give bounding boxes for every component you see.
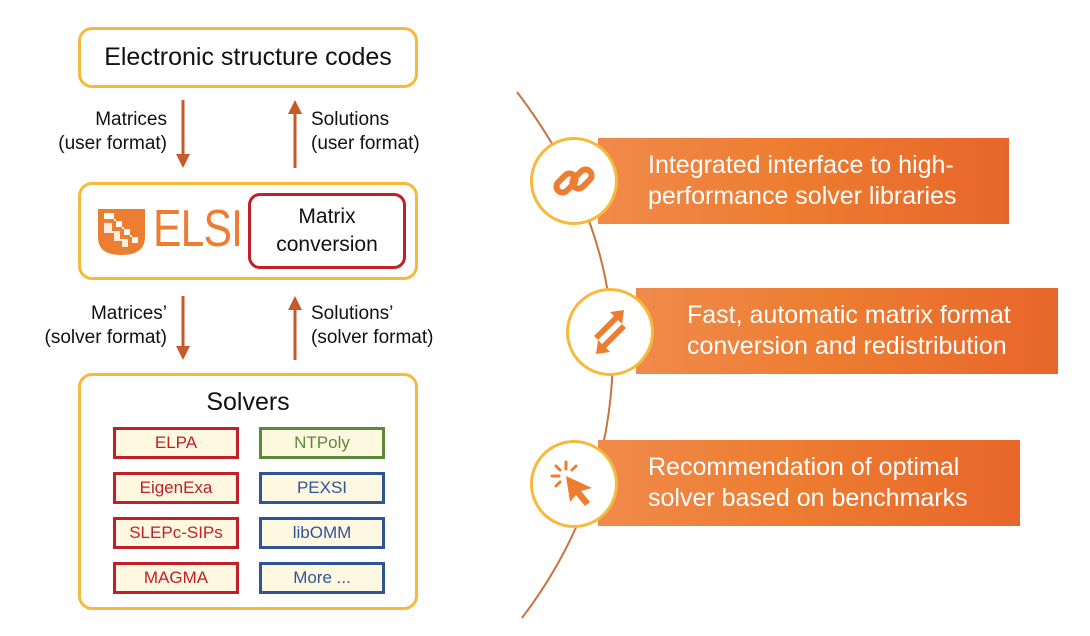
solutions-user-label: Solutions (user format) (311, 109, 420, 154)
feature-circle-recommendation (530, 440, 618, 528)
solvers-title: Solvers (206, 388, 290, 416)
feature-banner-conversion: Fast, automatic matrix format conversion… (636, 288, 1058, 374)
electronic-structure-codes-box: Electronic structure codes (78, 27, 418, 88)
solver-more: More ... (259, 562, 385, 594)
solver-slepc-sips: SLEPc-SIPs (113, 517, 239, 549)
solver-elpa: ELPA (113, 427, 239, 459)
feature-banner-recommendation: Recommendation of optimal solver based o… (598, 440, 1020, 526)
solver-eigenexa: EigenExa (113, 472, 239, 504)
arrow-down-matrices-solver (176, 296, 190, 360)
arrow-down-matrices-user (176, 100, 190, 168)
cursor-click-icon (550, 460, 592, 506)
flow-arrows (176, 100, 302, 360)
electronic-structure-codes-title: Electronic structure codes (104, 43, 392, 71)
solver-libomm: libOMM (259, 517, 385, 549)
solver-pexsi: PEXSI (259, 472, 385, 504)
arrow-up-solutions-solver (288, 296, 302, 360)
swap-arrows-icon (594, 310, 626, 354)
feature-circle-conversion (566, 288, 654, 376)
solver-magma: MAGMA (113, 562, 239, 594)
solvers-box: Solvers ELPA EigenExa SLEPc-SIPs MAGMA N… (78, 373, 418, 610)
matrices-user-label: Matrices (user format) (58, 109, 167, 154)
matrix-conversion-box: Matrix conversion (248, 193, 406, 269)
feature-circle-interface (530, 137, 618, 225)
elsi-logo-text: ELSI (153, 200, 243, 258)
matrices-solver-label: Matrices’ (solver format) (44, 303, 167, 348)
arrow-up-solutions-user (288, 100, 302, 168)
solver-ntpoly: NTPoly (259, 427, 385, 459)
feature-banner-interface: Integrated interface to high- performanc… (598, 138, 1009, 224)
elsi-logo-icon (98, 209, 145, 255)
solutions-solver-label: Solutions’ (solver format) (311, 303, 434, 348)
link-icon (553, 166, 595, 196)
elsi-box: ELSI Matrix conversion (78, 182, 418, 280)
